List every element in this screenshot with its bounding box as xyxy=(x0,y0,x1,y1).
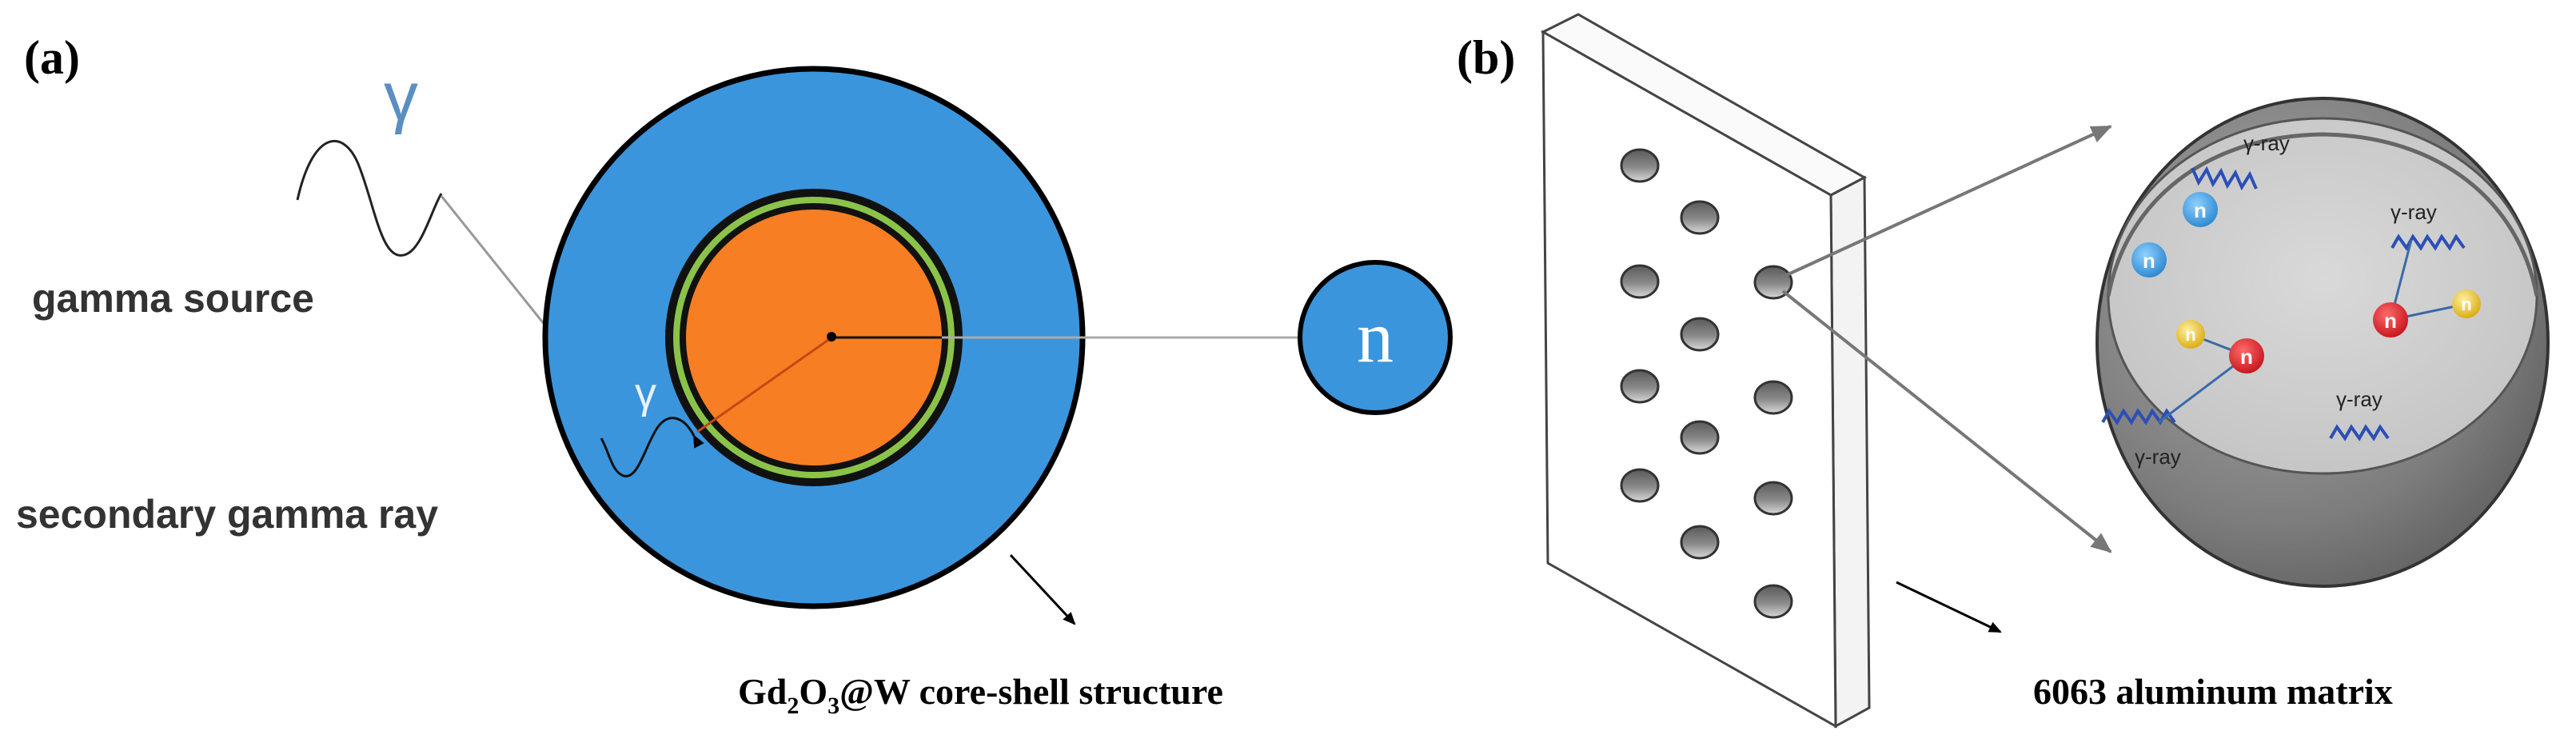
neutron-icon xyxy=(1298,260,1453,415)
caption-pointer-arrow xyxy=(1009,553,1076,625)
absorbed-neutron: n xyxy=(2229,338,2264,373)
absorbed-neutron: n xyxy=(2373,302,2408,338)
hole xyxy=(1680,420,1720,455)
hole xyxy=(1753,584,1793,619)
gamma-path-line xyxy=(440,195,550,330)
hole xyxy=(1620,264,1660,299)
svg-text:n: n xyxy=(2240,345,2253,369)
gd2o3-core xyxy=(686,210,942,465)
inner-gamma-symbol: γ xyxy=(635,370,656,417)
gamma-ray-wave-icon xyxy=(2329,424,2390,441)
gamma-source-label: gamma source xyxy=(32,276,314,321)
zoom-line-bottom xyxy=(1781,290,2112,553)
hole xyxy=(1620,369,1660,404)
ray-label: γ-ray xyxy=(2336,387,2383,411)
svg-text:n: n xyxy=(2194,198,2207,222)
particle-holes xyxy=(1620,148,1793,619)
secondary-gamma-wave-icon xyxy=(600,417,704,477)
panel-a-label: (a) xyxy=(24,31,80,84)
neutron-label: n xyxy=(1357,296,1394,377)
core-shell-caption: Gd2O3@W core-shell structure xyxy=(738,671,1223,719)
plate-side-face xyxy=(1829,175,1871,729)
neutron-particle: n xyxy=(2131,242,2167,278)
svg-text:n: n xyxy=(2143,249,2155,273)
ray-label: γ-ray xyxy=(2243,131,2290,155)
plate-front-face xyxy=(1541,30,1837,729)
bond-line xyxy=(2158,354,2247,424)
gamma-wave-icon xyxy=(296,139,443,257)
hole xyxy=(1680,200,1720,235)
gamma-ray-wave-icon xyxy=(2191,166,2258,191)
capture-nucleus: n xyxy=(2452,290,2481,318)
hole xyxy=(1620,468,1660,503)
ray-label: γ-ray xyxy=(2135,445,2181,469)
center-dot xyxy=(827,332,836,342)
matrix-caption: 6063 aluminum matrix xyxy=(2033,671,2393,712)
hole xyxy=(1680,525,1720,560)
aluminum-plate xyxy=(1540,13,1871,729)
sphere-rim xyxy=(2106,132,2539,297)
gamma-ray-wave-icon xyxy=(2391,234,2466,251)
panel-b-label: (b) xyxy=(1457,31,1515,84)
svg-text:n: n xyxy=(2185,325,2195,345)
neutron-particle: n xyxy=(2183,192,2218,227)
hole xyxy=(1680,317,1720,352)
gamma-symbol: γ xyxy=(384,58,418,135)
hole xyxy=(1753,265,1793,300)
svg-text:n: n xyxy=(2461,294,2471,314)
magnified-sphere: γ-ray γ-ray γ-ray γ-ray n n n xyxy=(2095,97,2550,588)
hole xyxy=(1753,481,1793,516)
secondary-gamma-label: secondary gamma ray xyxy=(16,492,438,537)
capture-nucleus: n xyxy=(2176,320,2205,349)
panel-a: (a) γ gamma source secondary gamma ray γ… xyxy=(16,31,1453,719)
zoom-line-top xyxy=(1782,125,2112,278)
hole xyxy=(1753,380,1793,415)
panel-b: (b) xyxy=(1457,13,2550,729)
secondary-gamma-line xyxy=(696,338,829,433)
ray-label: γ-ray xyxy=(2391,200,2437,224)
svg-text:n: n xyxy=(2384,309,2397,333)
hole xyxy=(1620,148,1660,183)
matrix-pointer-arrow xyxy=(1896,581,2002,633)
